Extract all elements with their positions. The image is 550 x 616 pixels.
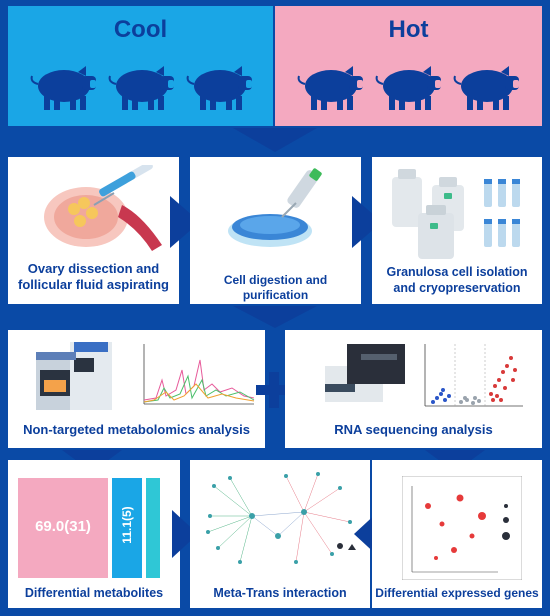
bar-main: 69.0(31): [18, 478, 108, 578]
down-arrow-icon: [233, 128, 317, 152]
hot-title: Hot: [388, 16, 429, 43]
diff-metabolites-label: Differential metabolites: [24, 586, 164, 600]
hot-pigs: [297, 62, 527, 112]
right-arrow-icon: [170, 196, 200, 248]
step1-label: Ovary dissection and follicular fluid as…: [18, 261, 169, 293]
metabolomics-label: Non-targeted metabolomics analysis: [23, 422, 250, 437]
step1-panel: Ovary dissection and follicular fluid as…: [8, 157, 179, 304]
diff-genes-panel: Differential expressed genes: [372, 460, 542, 608]
step2-panel: Cell digestion and purification: [190, 157, 361, 304]
cryo-tanks-illustration: [384, 163, 534, 263]
sequencer-illustration: [321, 340, 411, 410]
hot-panel: Hot: [275, 6, 542, 126]
bar-main-value: 69.0(31): [35, 518, 91, 535]
right-arrow-icon: [172, 510, 198, 558]
volcano-plot-illustration: [415, 340, 525, 414]
rna-seq-label: RNA sequencing analysis: [334, 422, 493, 437]
step3-label: Granulosa cell isolation and cryopreserv…: [386, 265, 528, 295]
kegg-dotplot-illustration: [402, 476, 522, 580]
mass-spectrometer-illustration: [30, 336, 120, 416]
ovary-illustration: [36, 165, 166, 255]
cool-title: Cool: [113, 16, 168, 43]
pig-icon: [30, 66, 96, 110]
cool-panel: Cool: [8, 6, 273, 126]
step3-panel: Granulosa cell isolation and cryopreserv…: [372, 157, 542, 304]
pig-icon: [375, 66, 441, 110]
pig-icon: [186, 66, 252, 110]
meta-trans-panel: Meta-Trans interaction: [190, 460, 370, 608]
down-arrow-icon: [233, 306, 317, 328]
rna-seq-panel: RNA sequencing analysis: [285, 330, 542, 448]
bar-secondary: 11.1(5): [112, 478, 142, 578]
pig-icon: [108, 66, 174, 110]
right-arrow-icon: [352, 196, 382, 248]
bar-secondary-value: 11.1(5): [120, 506, 134, 544]
diff-metabolites-panel: 69.0(31) 11.1(5) Differential metabolite…: [8, 460, 180, 608]
petri-dish-illustration: [220, 165, 340, 255]
network-illustration: [200, 466, 360, 576]
meta-trans-label: Meta-Trans interaction: [213, 586, 347, 600]
plus-icon: [256, 372, 292, 408]
cool-pigs: [30, 62, 260, 112]
step2-label: Cell digestion and purification: [223, 273, 328, 302]
diff-genes-label: Differential expressed genes: [375, 586, 539, 600]
metabolomics-panel: Non-targeted metabolomics analysis: [8, 330, 265, 448]
pig-icon: [453, 66, 519, 110]
pig-icon: [297, 66, 363, 110]
bar-tertiary: [146, 478, 160, 578]
spectrum-chart-illustration: [136, 340, 256, 412]
